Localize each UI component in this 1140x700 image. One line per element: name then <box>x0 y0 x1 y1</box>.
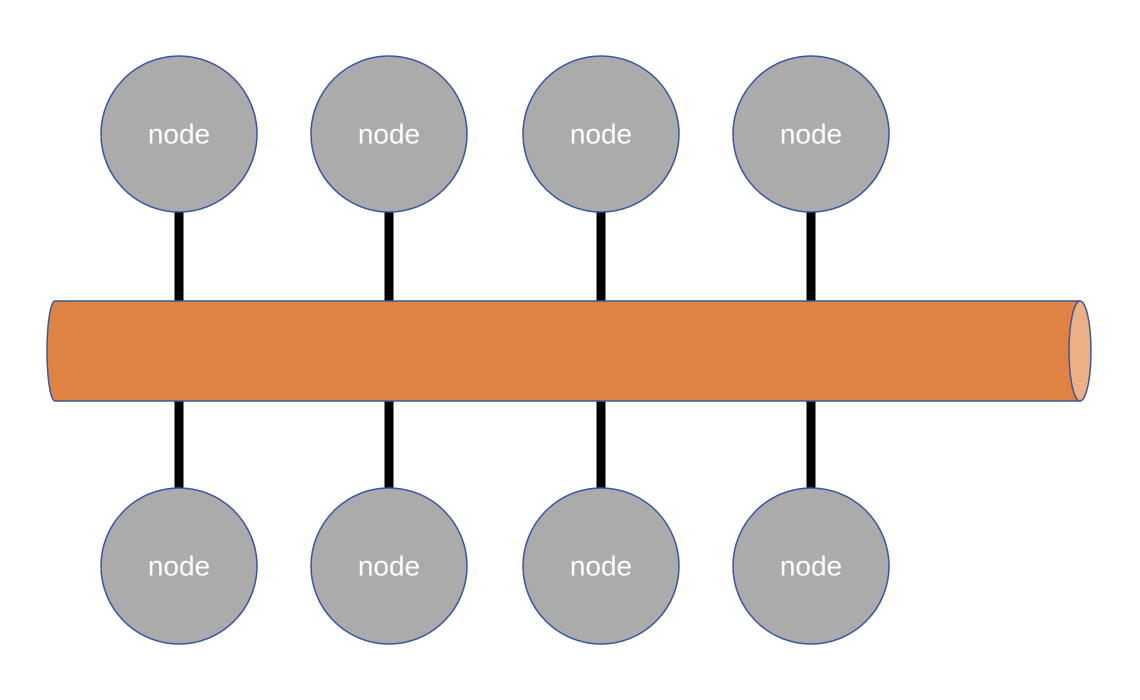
node-label: node <box>570 119 632 150</box>
node-circle <box>522 55 680 213</box>
node-circle <box>100 487 258 645</box>
node-top-4[interactable]: node <box>732 55 890 213</box>
node-bottom-3[interactable]: node <box>522 487 680 645</box>
top-connectors <box>174 212 816 302</box>
node-top-1[interactable]: node <box>100 55 258 213</box>
bottom-nodes: node node node node <box>100 487 890 645</box>
bus-end-cap <box>1068 300 1092 402</box>
node-bottom-2[interactable]: node <box>310 487 468 645</box>
top-nodes: node node node node <box>100 55 890 213</box>
node-label: node <box>148 119 210 150</box>
node-circle <box>732 55 890 213</box>
node-label: node <box>780 119 842 150</box>
node-label: node <box>358 551 420 582</box>
node-circle <box>522 487 680 645</box>
node-circle <box>732 487 890 645</box>
node-top-2[interactable]: node <box>310 55 468 213</box>
node-label: node <box>570 551 632 582</box>
node-circle <box>310 55 468 213</box>
node-top-3[interactable]: node <box>522 55 680 213</box>
node-label: node <box>358 119 420 150</box>
node-bottom-4[interactable]: node <box>732 487 890 645</box>
bus-body <box>46 300 1081 402</box>
node-label: node <box>780 551 842 582</box>
node-circle <box>310 487 468 645</box>
node-bottom-1[interactable]: node <box>100 487 258 645</box>
bottom-connectors <box>174 398 816 490</box>
bus-cable <box>46 300 1092 402</box>
node-label: node <box>148 551 210 582</box>
node-circle <box>100 55 258 213</box>
